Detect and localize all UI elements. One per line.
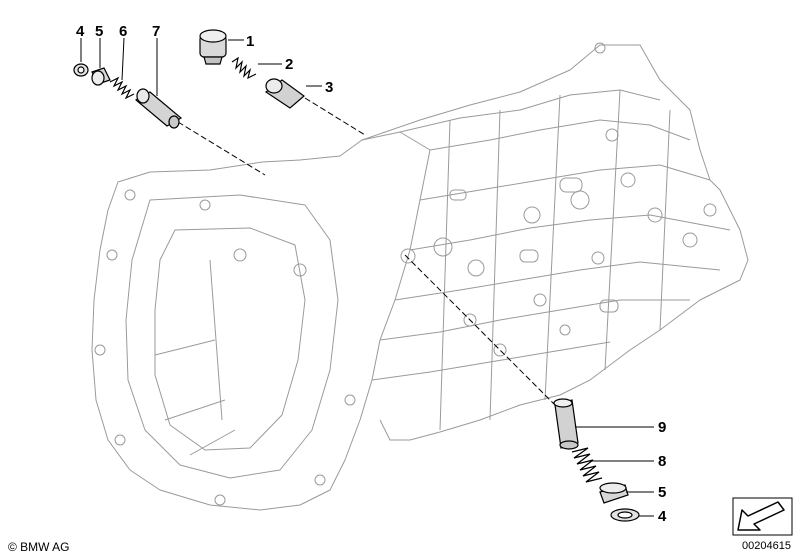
- arrow-down-left-icon: [732, 497, 793, 536]
- callout-8: 8: [658, 453, 666, 470]
- callout-2: 2: [285, 56, 293, 73]
- part-4-circlip-bottom: [610, 508, 640, 522]
- callout-5-bottom: 5: [658, 484, 666, 501]
- leader-lines: [80, 37, 654, 517]
- part-5-seal-top: [91, 67, 111, 86]
- callout-4-top: 4: [76, 23, 85, 40]
- callout-4-bottom: 4: [658, 508, 667, 525]
- part-3-sleeve: [264, 78, 305, 109]
- copyright-label: © BMW AG: [8, 540, 70, 554]
- part-4-circlip-top: [73, 63, 89, 77]
- part-2-spring: [231, 56, 257, 80]
- callout-1: 1: [246, 33, 254, 50]
- callout-7: 7: [152, 23, 160, 40]
- callout-5-top: 5: [95, 23, 103, 40]
- callout-6: 6: [119, 23, 127, 40]
- callout-3: 3: [325, 79, 333, 96]
- part-6-spring-top: [109, 76, 135, 100]
- part-8-spring: [571, 447, 603, 483]
- part-5-seal-bottom: [599, 482, 629, 504]
- part-9-sleeve: [553, 398, 579, 450]
- part-1-plug: [199, 29, 227, 65]
- part-7-pin: [134, 88, 183, 129]
- callout-9: 9: [658, 419, 666, 436]
- drawing-number: 00204615: [742, 540, 791, 552]
- transmission-housing: [91, 42, 749, 511]
- assembly-lines: [177, 97, 556, 406]
